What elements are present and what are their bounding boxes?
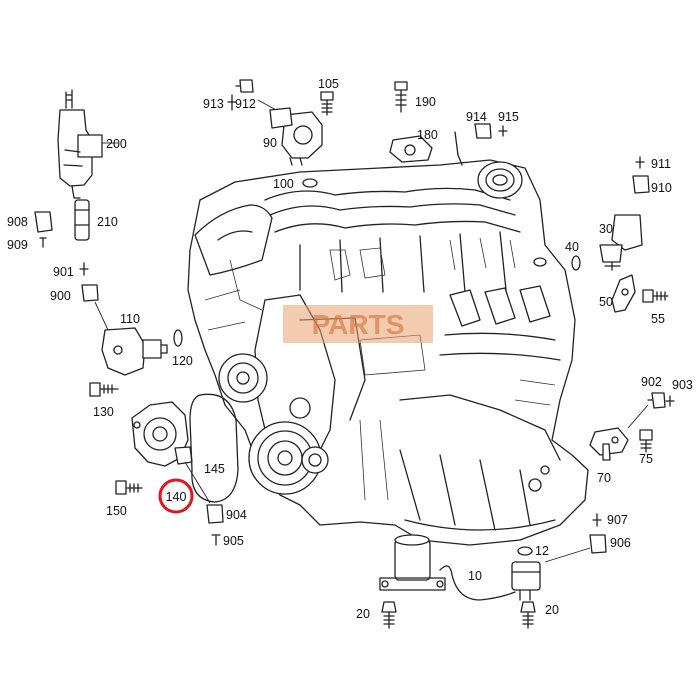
part-100-oring[interactable] xyxy=(302,178,318,188)
part-130-bolt[interactable] xyxy=(89,382,119,397)
part-70-sensor[interactable] xyxy=(589,427,629,461)
label-907[interactable]: 907 xyxy=(607,513,628,527)
part-90-sensor[interactable] xyxy=(269,107,323,166)
part-901-terminal[interactable] xyxy=(79,262,89,276)
label-909[interactable]: 909 xyxy=(7,238,28,252)
part-55-bolt[interactable] xyxy=(642,289,669,303)
part-907-terminal[interactable] xyxy=(592,513,602,527)
label-901[interactable]: 901 xyxy=(53,265,74,279)
part-900-connector[interactable] xyxy=(81,284,99,302)
part-915-terminal[interactable] xyxy=(498,125,508,137)
part-905-terminal[interactable] xyxy=(211,534,221,546)
label-910[interactable]: 910 xyxy=(651,181,672,195)
label-10[interactable]: 10 xyxy=(468,569,482,583)
part-908-connector[interactable] xyxy=(34,211,53,233)
part-140-camshaft-adjuster[interactable] xyxy=(131,401,193,467)
part-75-bolt[interactable] xyxy=(639,429,653,453)
label-908[interactable]: 908 xyxy=(7,215,28,229)
part-120-oring[interactable] xyxy=(173,329,183,347)
part-12-oring[interactable] xyxy=(517,546,533,556)
part-904-connector[interactable] xyxy=(206,504,224,524)
label-180[interactable]: 180 xyxy=(417,128,438,142)
watermark-text: PARTS xyxy=(312,309,405,340)
label-75[interactable]: 75 xyxy=(639,452,653,466)
label-913[interactable]: 913 xyxy=(203,97,224,111)
label-55[interactable]: 55 xyxy=(651,312,665,326)
label-40[interactable]: 40 xyxy=(565,240,579,254)
label-110[interactable]: 110 xyxy=(120,312,140,326)
part-50-bracket[interactable] xyxy=(611,274,636,313)
part-150-bolt[interactable] xyxy=(115,480,143,495)
part-105-bolt[interactable] xyxy=(320,91,334,116)
part-40-oring[interactable] xyxy=(571,255,581,271)
label-905[interactable]: 905 xyxy=(223,534,244,548)
label-210[interactable]: 210 xyxy=(97,215,118,229)
part-912-connector[interactable] xyxy=(235,79,254,93)
label-914[interactable]: 914 xyxy=(466,110,487,124)
part-210-hose[interactable] xyxy=(74,199,90,241)
part-913-terminal[interactable] xyxy=(227,94,237,111)
part-20-bolt-left[interactable] xyxy=(381,601,397,629)
label-30[interactable]: 30 xyxy=(599,222,613,236)
label-70[interactable]: 70 xyxy=(597,471,611,485)
label-120[interactable]: 120 xyxy=(172,354,193,368)
label-902[interactable]: 902 xyxy=(641,375,662,389)
watermark-band xyxy=(283,305,433,343)
label-100[interactable]: 100 xyxy=(273,177,294,191)
part-10-oil-level-sensor[interactable] xyxy=(379,534,541,601)
engine-block xyxy=(187,159,589,546)
label-90[interactable]: 90 xyxy=(263,136,277,150)
part-30-sensor[interactable] xyxy=(599,214,643,271)
part-906-connector[interactable] xyxy=(589,534,607,554)
label-20-left[interactable]: 20 xyxy=(356,607,370,621)
label-20-right[interactable]: 20 xyxy=(545,603,559,617)
part-911-terminal[interactable] xyxy=(635,156,645,169)
label-904[interactable]: 904 xyxy=(226,508,247,522)
part-909-terminal[interactable] xyxy=(39,237,47,248)
part-180-sensor[interactable] xyxy=(389,131,463,166)
label-150[interactable]: 150 xyxy=(106,504,127,518)
part-903-terminal[interactable] xyxy=(665,395,675,407)
label-903[interactable]: 903 xyxy=(672,378,693,392)
label-911[interactable]: 911 xyxy=(651,157,671,171)
highlight-ring-140 xyxy=(158,478,194,514)
part-20-bolt-right[interactable] xyxy=(520,601,536,629)
label-900[interactable]: 900 xyxy=(50,289,71,303)
part-145-gasket[interactable] xyxy=(189,393,239,503)
part-914-connector[interactable] xyxy=(474,123,492,139)
part-200-valve[interactable] xyxy=(57,89,103,199)
label-105[interactable]: 105 xyxy=(318,77,339,91)
part-110-sensor[interactable] xyxy=(101,327,168,376)
label-145[interactable]: 145 xyxy=(204,462,225,476)
label-50[interactable]: 50 xyxy=(599,295,613,309)
label-906[interactable]: 906 xyxy=(610,536,631,550)
label-912[interactable]: 912 xyxy=(235,97,256,111)
label-190[interactable]: 190 xyxy=(415,95,436,109)
part-902-connector[interactable] xyxy=(647,392,666,409)
label-12[interactable]: 12 xyxy=(535,544,549,558)
label-130[interactable]: 130 xyxy=(93,405,114,419)
label-200[interactable]: 200 xyxy=(106,137,127,151)
label-915[interactable]: 915 xyxy=(498,110,519,124)
label-140[interactable]: 140 xyxy=(166,490,187,504)
part-910-connector[interactable] xyxy=(632,175,650,194)
part-190-bolt[interactable] xyxy=(394,81,408,113)
